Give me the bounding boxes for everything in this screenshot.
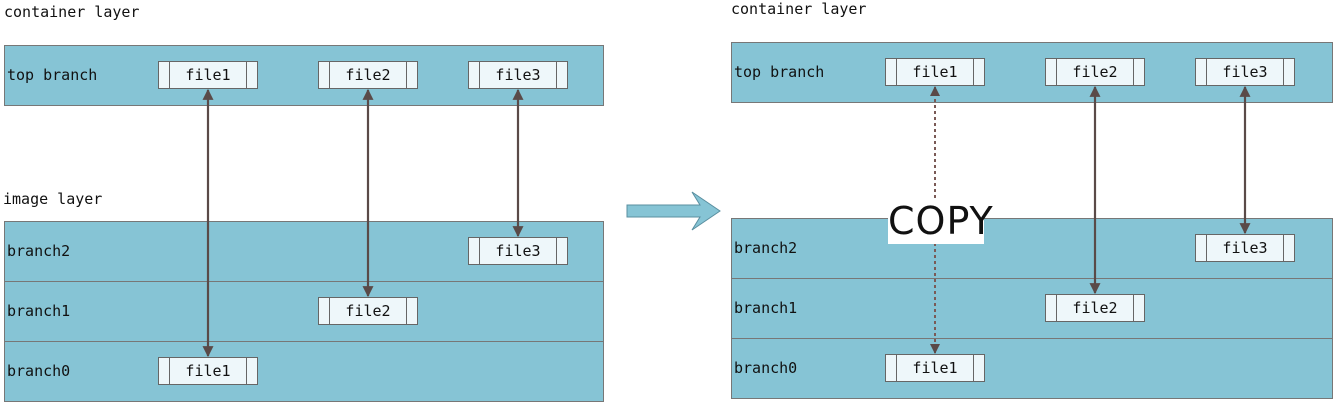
right-branch2-file3: file3 [1195,234,1295,262]
right-branch0-label: branch0 [734,359,798,377]
left-top-file3: file3 [468,61,568,89]
right-top-file3: file3 [1195,58,1295,86]
file-label: file2 [345,66,391,84]
file-label: file1 [912,359,958,377]
file-label: file1 [185,66,231,84]
copy-label: COPY [888,198,994,244]
file-label: file1 [185,362,231,380]
left-top-file1: file1 [158,61,258,89]
right-branch0-band: branch0 [731,338,1333,399]
left-branch1-file2: file2 [318,297,418,325]
file-label: file3 [1222,239,1268,257]
file-label: file2 [1072,63,1118,81]
right-top-file2: file2 [1045,58,1145,86]
file-label: file2 [345,302,391,320]
left-image-layer-title: image layer [3,190,103,208]
left-branch2-band: branch2 [4,221,604,282]
right-container-layer-title: container layer [731,0,867,18]
left-branch0-label: branch0 [7,362,71,380]
file-label: file2 [1072,299,1118,317]
right-branch1-label: branch1 [734,299,798,317]
left-top-file2: file2 [318,61,418,89]
left-branch1-band: branch1 [4,281,604,342]
file-label: file1 [912,63,958,81]
right-top-file1: file1 [885,58,985,86]
right-branch2-label: branch2 [734,239,798,257]
left-branch2-file3: file3 [468,237,568,265]
right-branch1-band: branch1 [731,278,1333,339]
file-label: file3 [495,242,541,260]
left-branch0-file1: file1 [158,357,258,385]
left-branch2-label: branch2 [7,242,71,260]
right-branch1-file2: file2 [1045,294,1145,322]
left-top-branch-label: top branch [7,66,98,84]
left-container-layer-title: container layer [4,3,140,21]
left-branch1-label: branch1 [7,302,71,320]
left-branch0-band: branch0 [4,341,604,402]
file-label: file3 [1222,63,1268,81]
right-top-branch-label: top branch [734,63,825,81]
right-arrow-icon [626,191,721,231]
file-label: file3 [495,66,541,84]
right-branch0-file1: file1 [885,354,985,382]
